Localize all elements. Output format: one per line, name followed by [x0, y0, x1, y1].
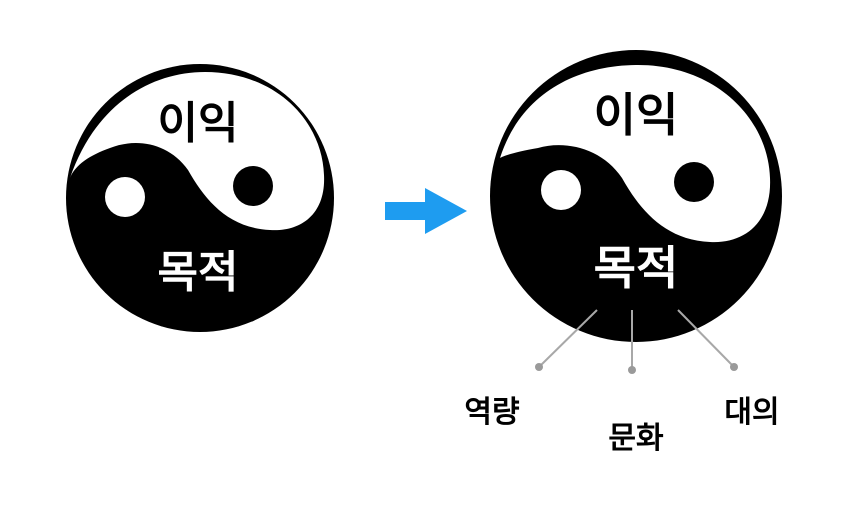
left-top-label: 이익 — [158, 98, 239, 149]
yin-yang-left-white-dot — [105, 177, 145, 217]
branch-label-cause: 대의 — [724, 395, 779, 430]
yin-yang-right-black-dot — [674, 162, 714, 202]
arrow-right-icon — [385, 188, 467, 234]
connector-dot-center — [628, 366, 636, 374]
yin-yang-right: 이익 목적 — [490, 50, 782, 342]
yin-yang-left: 이익 목적 — [66, 64, 334, 332]
branch-connectors — [535, 309, 738, 374]
branch-label-culture: 문화 — [608, 421, 664, 456]
branch-label-capability: 역량 — [464, 395, 520, 430]
connector-dot-right — [730, 363, 738, 371]
yin-yang-left-black-dot — [233, 166, 273, 206]
left-bottom-label: 목적 — [158, 247, 239, 298]
connector-dot-left — [535, 363, 543, 371]
yin-yang-right-white-dot — [541, 170, 581, 210]
right-bottom-label: 목적 — [594, 241, 679, 295]
connector-line-right — [677, 309, 735, 368]
connector-line-left — [538, 309, 598, 368]
right-top-label: 이익 — [594, 88, 679, 142]
